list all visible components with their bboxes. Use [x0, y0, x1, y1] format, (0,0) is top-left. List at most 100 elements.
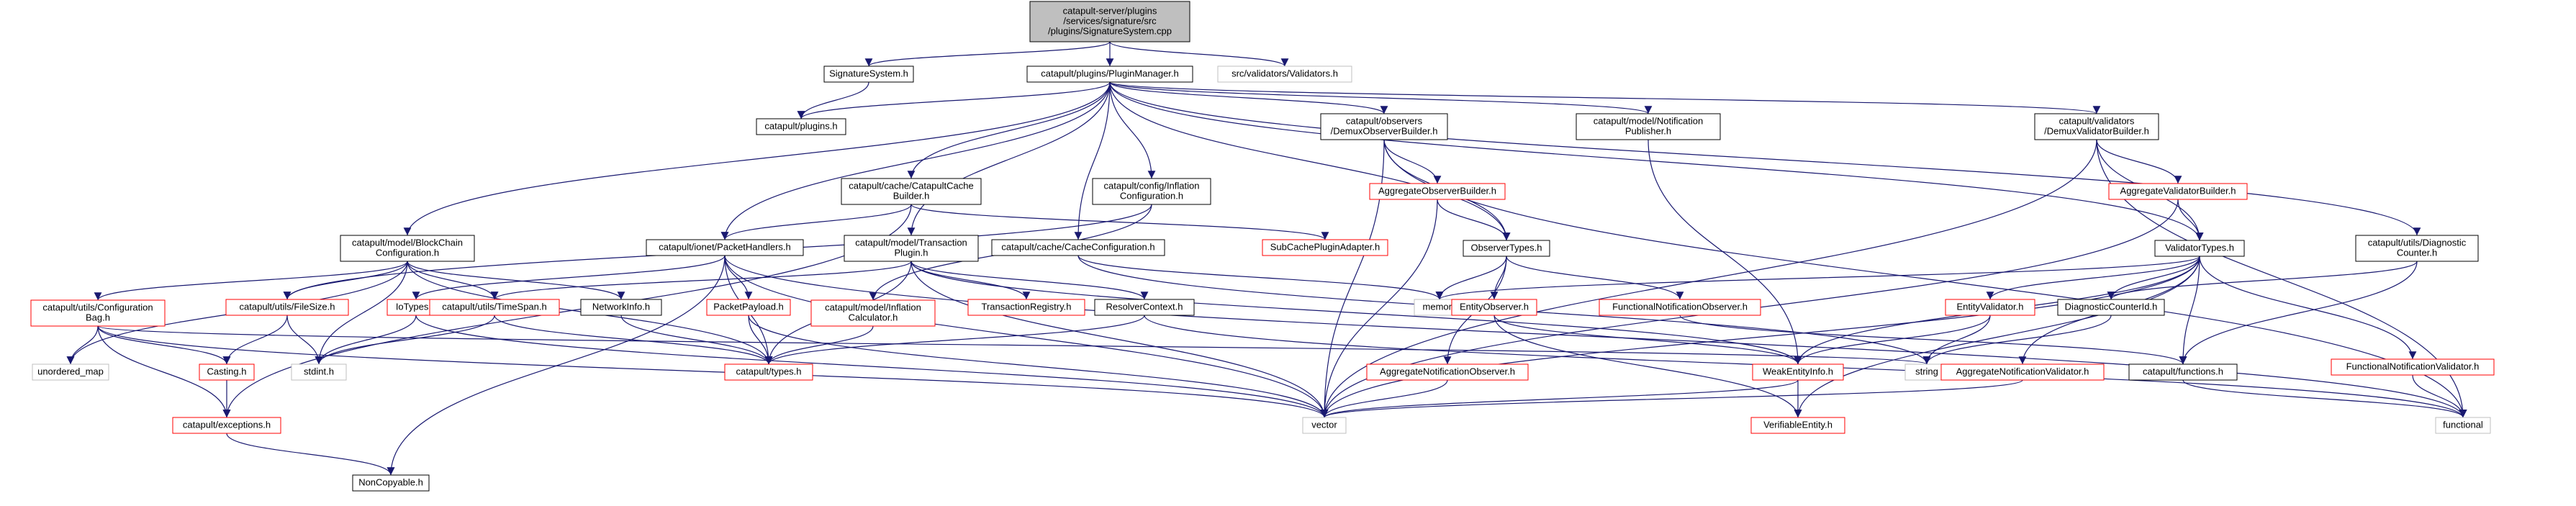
- edge-inflcalc-to-types_h: [764, 325, 874, 365]
- node-entityval[interactable]: EntityValidator.h: [1945, 299, 2035, 316]
- node-diagcounterid[interactable]: DiagnosticCounterId.h: [2057, 299, 2165, 316]
- node-label: NetworkInfo.h: [592, 301, 650, 312]
- node-functions_h[interactable]: catapult/functions.h: [2128, 363, 2238, 381]
- node-entityobs[interactable]: EntityObserver.h: [1451, 299, 1537, 316]
- node-label: catapult/utils/Diagnostic: [2368, 237, 2467, 248]
- node-string[interactable]: string: [1904, 363, 1949, 381]
- edge-txplugin-to-txregistry: [910, 261, 1031, 300]
- node-box: [844, 235, 979, 262]
- edge-resolverctx-to-types_h: [764, 315, 1145, 365]
- node-label: /services/signature/src: [1063, 15, 1157, 26]
- node-exceptions[interactable]: catapult/exceptions.h: [172, 417, 281, 434]
- node-verifiable[interactable]: VerifiableEntity.h: [1750, 417, 1845, 434]
- node-functional[interactable]: functional: [2435, 417, 2491, 434]
- node-label: functional: [2443, 419, 2483, 430]
- node-packethandlers[interactable]: catapult/ionet/PacketHandlers.h: [646, 239, 804, 256]
- node-demuxobs[interactable]: catapult/observers/DemuxObserverBuilder.…: [1320, 113, 1448, 140]
- node-label: catapult-server/plugins: [1063, 5, 1157, 16]
- node-funcnotifobs[interactable]: FunctionalNotificationObserver.h: [1599, 299, 1761, 316]
- edge-packethandlers-to-functional: [724, 255, 2467, 418]
- edge-catcachebuilder-to-subcache: [910, 204, 1329, 240]
- node-noncopyable[interactable]: NonCopyable.h: [352, 474, 430, 492]
- node-sigsys[interactable]: SignatureSystem.h: [823, 65, 914, 83]
- node-label: stdint.h: [304, 366, 334, 376]
- edge-cfgbag-to-casting: [97, 325, 231, 365]
- edge-packethandlers-to-vector: [724, 255, 1329, 418]
- node-label: unordered_map: [37, 366, 104, 376]
- node-pluginmgr[interactable]: catapult/plugins/PluginManager.h: [1026, 65, 1193, 83]
- node-diagcounter[interactable]: catapult/utils/DiagnosticCounter.h: [2355, 235, 2479, 262]
- node-label: catapult/observers: [1346, 115, 1423, 126]
- edge-demuxval-to-vector: [1320, 139, 2097, 418]
- node-label: PacketPayload.h: [713, 301, 784, 312]
- node-box: [1750, 417, 1845, 434]
- node-validatortypes[interactable]: ValidatorTypes.h: [2154, 240, 2245, 257]
- edge-diagcounter-to-diagcounterid: [2107, 261, 2418, 300]
- node-label: TransactionRegistry.h: [982, 301, 1072, 312]
- node-label: SignatureSystem.h: [829, 68, 908, 78]
- edge-functions_h-to-functional: [2182, 379, 2467, 418]
- node-validators[interactable]: src/validators/Validators.h: [1217, 65, 1352, 83]
- node-vector[interactable]: vector: [1302, 417, 1347, 434]
- node-box: [823, 65, 914, 83]
- node-observertypes[interactable]: ObserverTypes.h: [1463, 240, 1550, 257]
- node-unordered_map[interactable]: unordered_map: [32, 363, 109, 381]
- node-label: catapult/model/Inflation: [825, 302, 921, 312]
- edge-aggvalbuilder-to-validatortypes: [2177, 199, 2204, 241]
- node-aggvalbuilder[interactable]: AggregateValidatorBuilder.h: [2108, 183, 2248, 200]
- node-plugins_h[interactable]: catapult/plugins.h: [756, 118, 846, 135]
- node-box: [1092, 178, 1211, 205]
- node-txregistry[interactable]: TransactionRegistry.h: [967, 299, 1085, 316]
- node-box: [1302, 417, 1347, 434]
- node-timespan[interactable]: catapult/utils/TimeSpan.h: [429, 299, 560, 316]
- node-packetpayload[interactable]: PacketPayload.h: [706, 299, 791, 316]
- node-filesize[interactable]: catapult/utils/FileSize.h: [225, 299, 349, 316]
- node-casting[interactable]: Casting.h: [199, 363, 255, 381]
- node-weakentity[interactable]: WeakEntityInfo.h: [1752, 363, 1844, 381]
- node-stdint[interactable]: stdint.h: [291, 363, 347, 381]
- node-box: [1217, 65, 1352, 83]
- node-box: [1940, 363, 2105, 381]
- node-cachecfg[interactable]: catapult/cache/CacheConfiguration.h: [991, 239, 1165, 256]
- node-resolverctx[interactable]: ResolverContext.h: [1094, 299, 1195, 316]
- node-subcache[interactable]: SubCachePluginAdapter.h: [1262, 239, 1388, 256]
- node-box: [580, 299, 662, 316]
- edge-demuxobs-to-aggobsbuilder: [1383, 139, 1442, 184]
- node-networkinfo[interactable]: NetworkInfo.h: [580, 299, 662, 316]
- edge-blockchaincfg-to-timespan: [407, 261, 499, 300]
- node-label: AggregateValidatorBuilder.h: [2120, 185, 2236, 196]
- edge-aggnotifobs-to-vector: [1320, 379, 1448, 418]
- edge-validatortypes-to-memory: [1435, 256, 2200, 300]
- node-label: catapult/model/Notification: [1594, 115, 1703, 126]
- node-label: FunctionalNotificationObserver.h: [1612, 301, 1748, 312]
- node-box: [1029, 1, 1190, 42]
- edge-pluginmgr-to-observertypes: [1109, 81, 1511, 241]
- node-label: SubCachePluginAdapter.h: [1270, 241, 1380, 252]
- node-funcnotifval[interactable]: FunctionalNotificationValidator.h: [2331, 358, 2495, 376]
- node-box: [841, 178, 982, 205]
- edge-aggobsbuilder-to-observertypes: [1437, 199, 1511, 241]
- edge-packetpayload-to-vector: [748, 315, 1329, 418]
- node-label: EntityObserver.h: [1460, 301, 1529, 312]
- node-label: Builder.h: [893, 190, 930, 201]
- node-box: [1262, 239, 1388, 256]
- node-label: Counter.h: [2397, 247, 2437, 258]
- node-types_h[interactable]: catapult/types.h: [724, 363, 813, 381]
- node-root[interactable]: catapult-server/plugins/services/signatu…: [1029, 1, 1190, 42]
- node-aggnotifobs[interactable]: AggregateNotificationObserver.h: [1366, 363, 1529, 381]
- node-demuxval[interactable]: catapult/validators/DemuxValidatorBuilde…: [2034, 113, 2159, 140]
- edge-entityobs-to-verifiable: [1493, 315, 1802, 418]
- node-label: catapult/functions.h: [2143, 366, 2223, 376]
- node-aggobsbuilder[interactable]: AggregateObserverBuilder.h: [1369, 183, 1506, 200]
- node-aggnotifval[interactable]: AggregateNotificationValidator.h: [1940, 363, 2105, 381]
- node-label: Configuration.h: [376, 247, 439, 258]
- edge-blockchaincfg-to-filesize: [283, 261, 408, 300]
